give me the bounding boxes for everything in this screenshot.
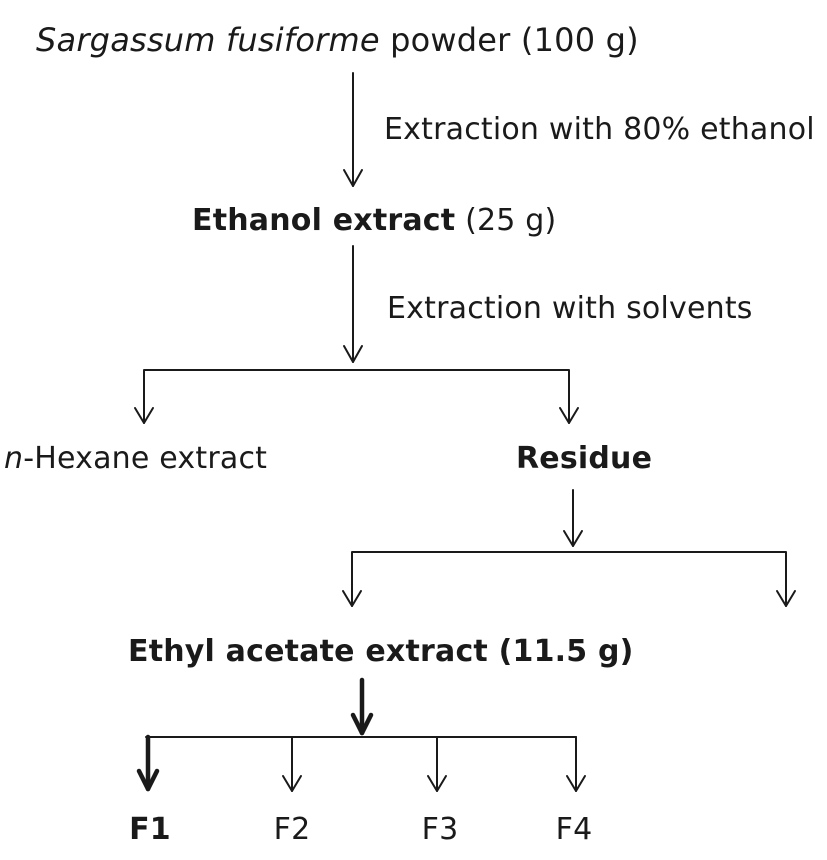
arrowhead-residue xyxy=(559,407,579,424)
arrowhead-split xyxy=(343,345,363,363)
species-name: Sargassum fusiforme xyxy=(36,21,380,59)
step-label-2: Extraction with solvents xyxy=(387,291,753,326)
fraction-f3: F3 xyxy=(421,812,459,847)
node-residue: Residue xyxy=(516,441,653,476)
fraction-f2: F2 xyxy=(273,812,311,847)
hexane-prefix: n xyxy=(4,441,24,476)
arrowhead-f2 xyxy=(282,775,302,792)
split-bracket-2 xyxy=(351,551,787,607)
fraction-f1: F1 xyxy=(129,812,171,847)
fraction-f4: F4 xyxy=(555,812,593,847)
arrowhead-f1 xyxy=(136,768,160,792)
arrowhead-f3 xyxy=(427,775,447,792)
node-hexane: n-Hexane extract xyxy=(4,441,267,477)
arrowhead-other xyxy=(776,590,796,607)
node-ethanol: Ethanol extract (25 g) xyxy=(192,203,556,239)
arrowhead-residue-down xyxy=(563,530,583,547)
split-bracket-1 xyxy=(143,369,570,424)
arrowhead-ethanol xyxy=(343,169,363,187)
node-start: Sargassum fusiforme powder (100 g) xyxy=(36,22,639,58)
ethanol-bold: Ethanol extract xyxy=(192,203,456,238)
ethanol-rest: (25 g) xyxy=(455,203,557,238)
arrowhead-ethyl xyxy=(342,590,362,607)
hexane-rest: -Hexane extract xyxy=(23,441,268,476)
arrowhead-hexane xyxy=(134,407,154,424)
arrowhead-f4 xyxy=(566,775,586,792)
arrowhead-fractions xyxy=(350,712,374,736)
step-label-1: Extraction with 80% ethanol xyxy=(384,112,815,147)
start-rest: powder (100 g) xyxy=(379,21,639,59)
node-ethyl-acetate: Ethyl acetate extract (11.5 g) xyxy=(128,634,634,669)
